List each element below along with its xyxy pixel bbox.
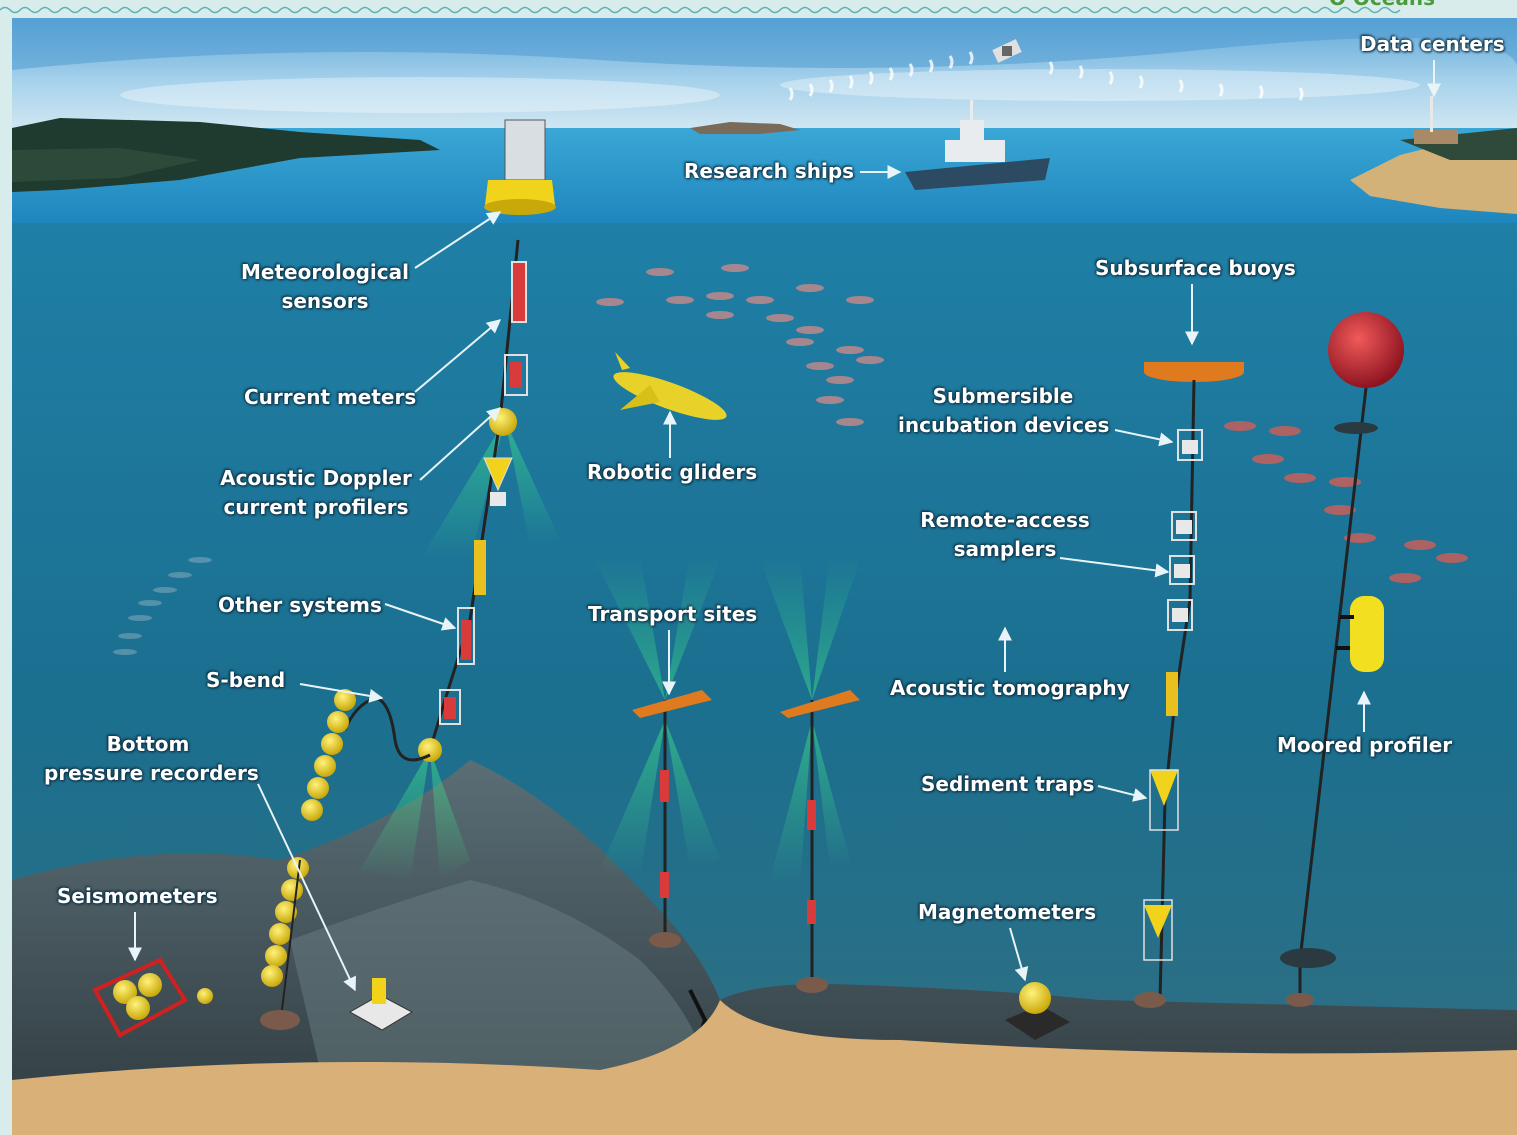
seismometer <box>92 957 213 1038</box>
anchor-left <box>260 1010 300 1030</box>
label-current-meters: Current meters <box>244 385 417 409</box>
float-chain <box>261 689 356 987</box>
label-acoustic-tomography: Acoustic tomography <box>890 676 1130 700</box>
transport-site-1 <box>632 690 712 948</box>
callout-arrows <box>128 60 1441 992</box>
research-ship <box>905 100 1050 190</box>
clouds <box>12 18 1517 70</box>
label-transport-sites: Transport sites <box>588 602 758 626</box>
surface-buoy <box>484 119 556 215</box>
fish-school-left <box>113 557 212 655</box>
label-meteorological-sensors: Meteorological sensors <box>230 258 420 316</box>
label-robotic-gliders: Robotic gliders <box>587 460 758 484</box>
bottom-pressure-recorder <box>348 978 414 1031</box>
label-remote-access-samplers-line1: Remote-access <box>920 508 1090 532</box>
label-other-systems: Other systems <box>218 593 382 617</box>
label-moored-profiler: Moored profiler <box>1277 733 1453 757</box>
label-meteorological-sensors-line2: sensors <box>281 289 369 313</box>
section-header: O Oceans <box>1329 0 1435 10</box>
label-data-centers: Data centers <box>1360 32 1505 56</box>
label-meteorological-sensors-line1: Meteorological <box>241 260 409 284</box>
label-submersible-incubation: Submersible incubation devices <box>898 382 1110 440</box>
s-bend-line <box>343 696 431 762</box>
label-bottom-pressure-recorders-line2: pressure recorders <box>44 761 259 785</box>
seafloor-sand <box>12 1000 1517 1135</box>
acoustic-beams <box>360 420 860 885</box>
label-research-ships: Research ships <box>684 159 855 183</box>
magnetometer <box>1005 982 1070 1040</box>
satellite-signal <box>788 51 1304 101</box>
label-bottom-pressure-recorders-line1: Bottom <box>106 732 190 756</box>
fish-school-center <box>596 264 884 426</box>
label-submersible-incubation-line2: incubation devices <box>898 413 1110 437</box>
label-sediment-traps: Sediment traps <box>921 772 1095 796</box>
label-acoustic-doppler-line1: Acoustic Doppler <box>220 466 412 490</box>
label-acoustic-doppler-line2: current profilers <box>223 495 409 519</box>
label-subsurface-buoys: Subsurface buoys <box>1095 256 1296 280</box>
transport-site-2 <box>780 690 860 993</box>
fish-school-right <box>1224 421 1468 583</box>
label-acoustic-doppler: Acoustic Doppler current profilers <box>218 464 414 522</box>
robotic-glider <box>613 352 727 420</box>
island <box>690 122 800 134</box>
wavy-border-line <box>0 6 1401 14</box>
label-s-bend: S-bend <box>206 668 286 692</box>
subsurface-mooring <box>1134 362 1244 1008</box>
label-remote-access-samplers-line2: samplers <box>953 537 1057 561</box>
label-bottom-pressure-recorders: Bottom pressure recorders <box>44 730 259 788</box>
label-seismometers: Seismometers <box>57 884 218 908</box>
label-submersible-incubation-line1: Submersible <box>932 384 1074 408</box>
moored-profiler-mooring <box>1280 312 1404 1007</box>
label-magnetometers: Magnetometers <box>918 900 1097 924</box>
satellite <box>992 39 1022 63</box>
label-remote-access-samplers: Remote-access samplers <box>920 506 1090 564</box>
